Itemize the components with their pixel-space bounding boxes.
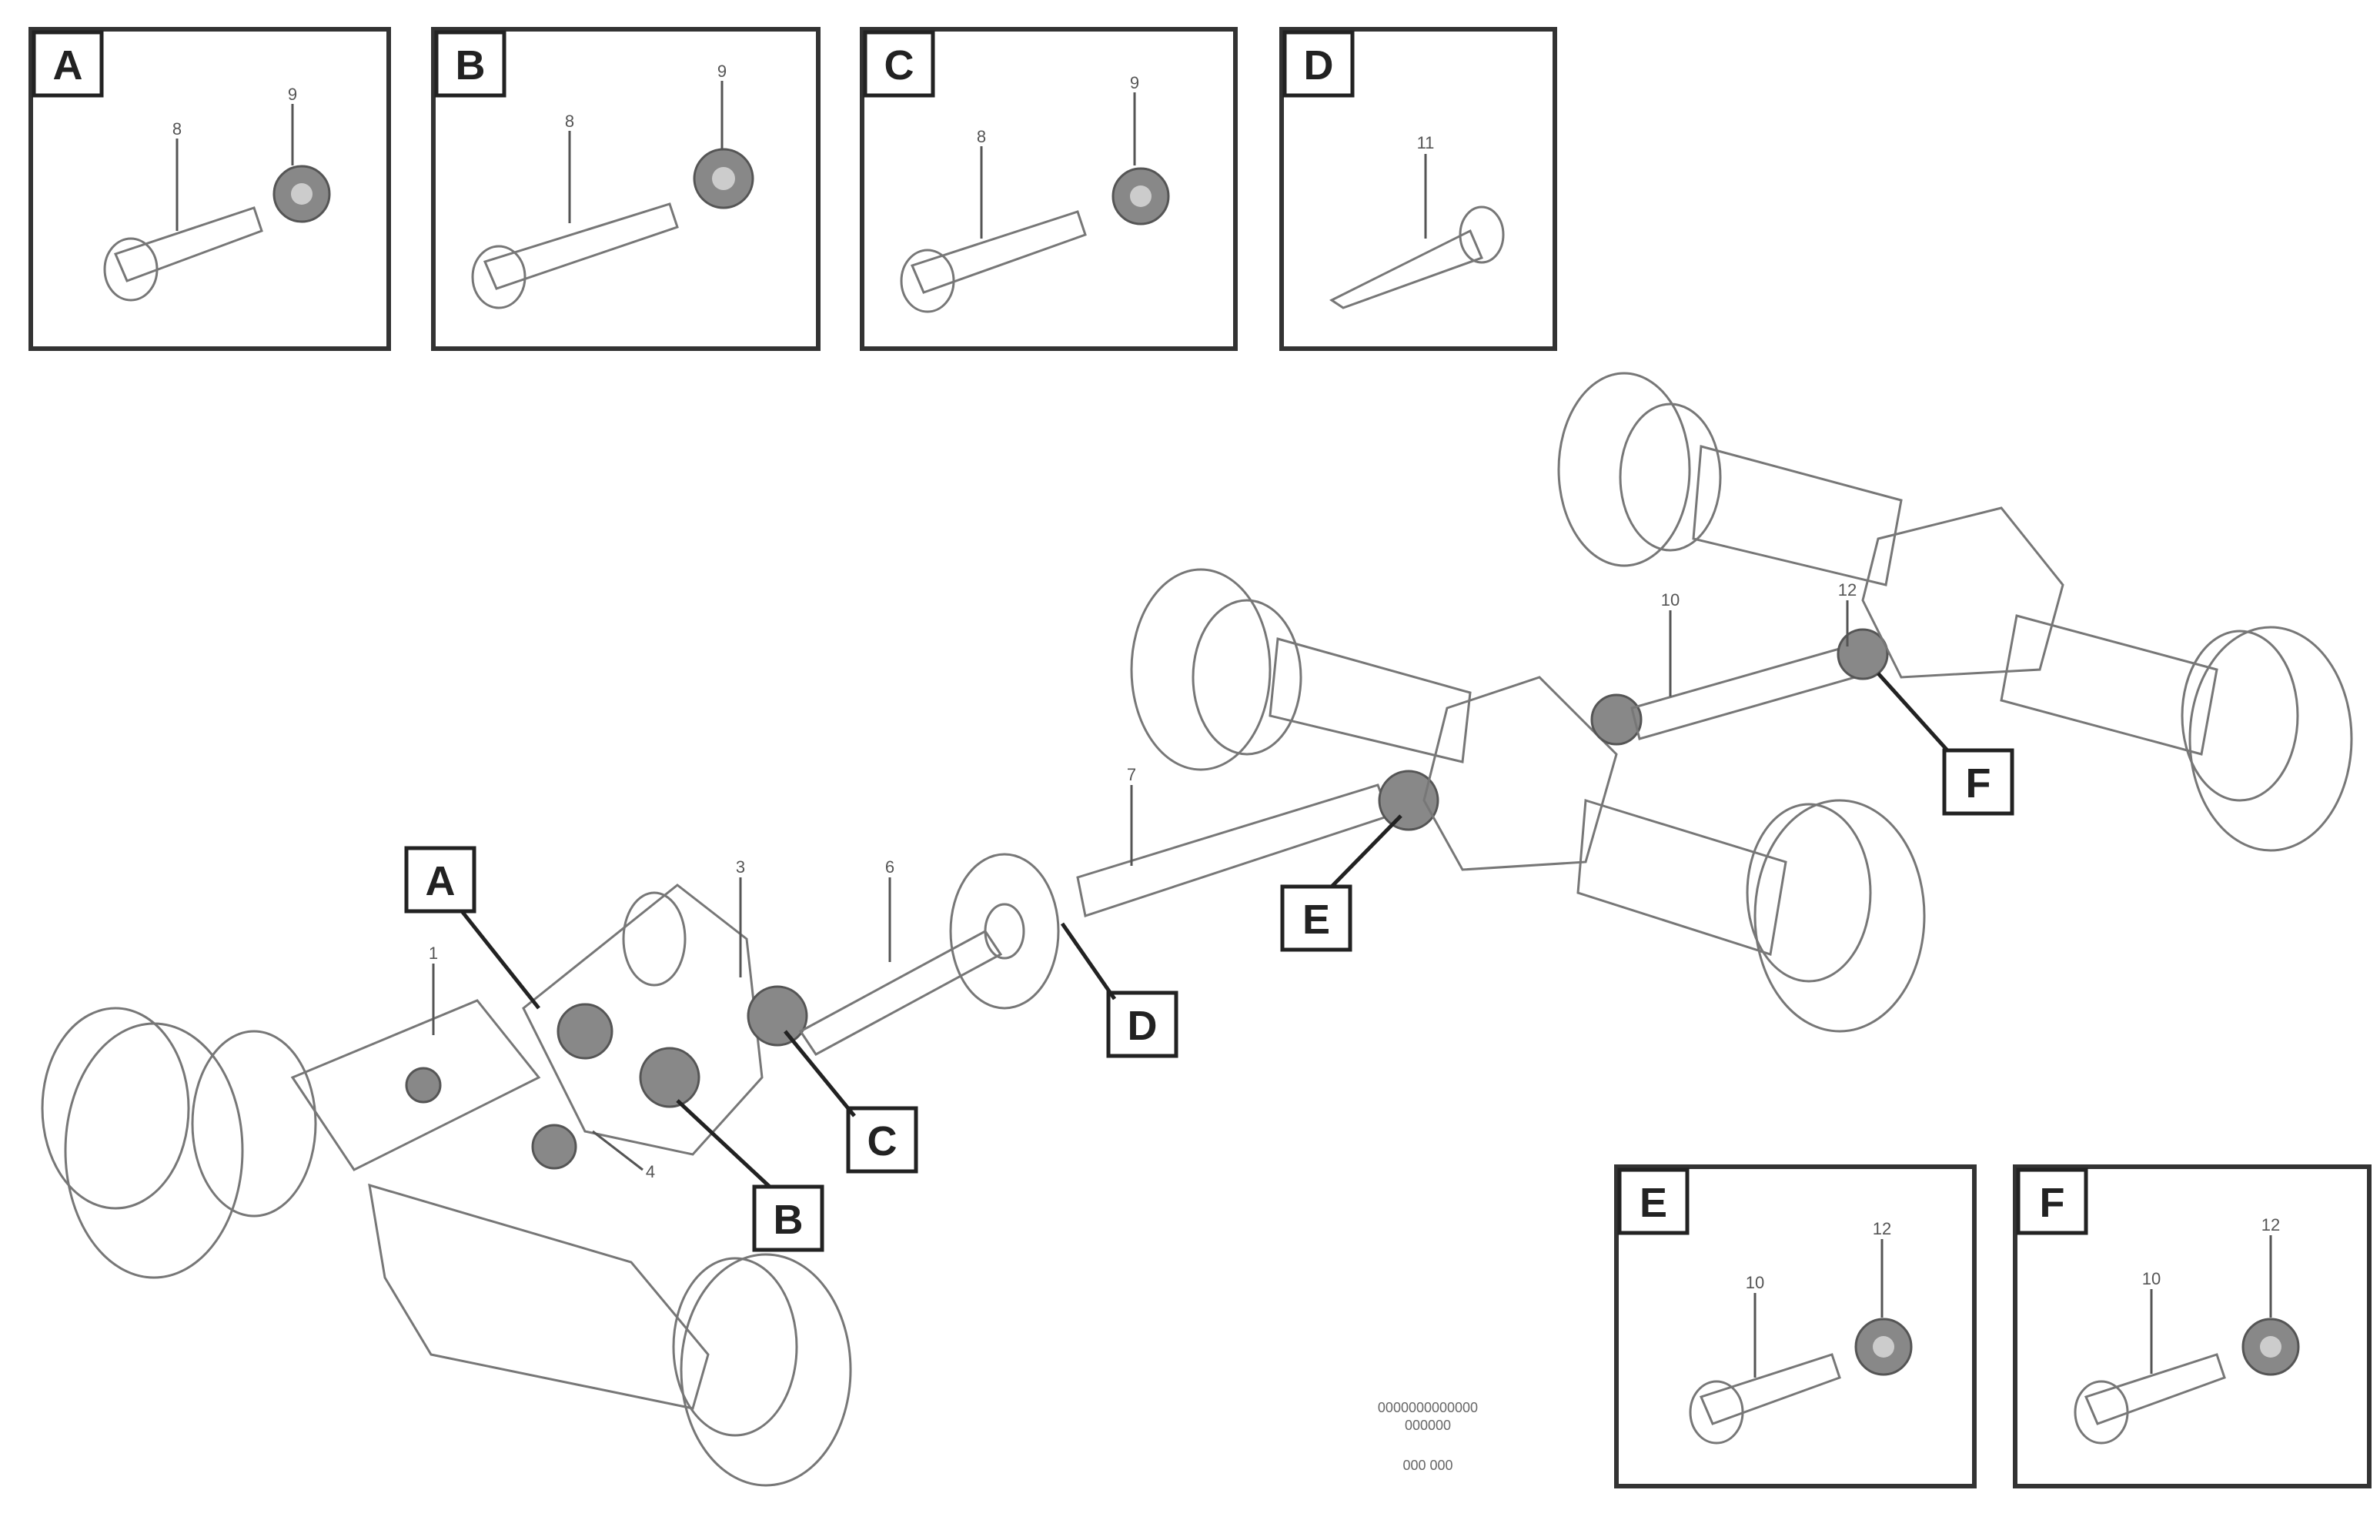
drawing-ref-line3: 000 000 bbox=[1402, 1458, 1452, 1473]
callout-9-c: 9 bbox=[1130, 73, 1139, 92]
propeller-shaft-front bbox=[798, 853, 1060, 1056]
callout-10-f: 10 bbox=[2142, 1269, 2161, 1288]
detail-view-c: C 8 9 bbox=[860, 27, 1238, 351]
detail-label-c: C bbox=[884, 42, 914, 89]
detail-view-d: D 11 bbox=[1279, 27, 1557, 351]
nut-drawing bbox=[2241, 1318, 2300, 1376]
callout-11-d: 11 bbox=[1417, 133, 1435, 152]
main-label-e-group: E bbox=[1280, 814, 1402, 952]
main-callouts: 1 3 4 6 7 10 12 bbox=[429, 580, 1857, 1181]
main-label-box-b bbox=[752, 1184, 824, 1252]
washer-drawing bbox=[693, 148, 754, 209]
bolt-drawing bbox=[1689, 1353, 1841, 1445]
main-label-b-group: B bbox=[676, 1099, 824, 1252]
callout-8-a: 8 bbox=[172, 119, 182, 139]
detail-label-box-e bbox=[1617, 1168, 1690, 1235]
leader-line bbox=[1877, 672, 1949, 752]
nut-drawing bbox=[272, 165, 331, 223]
main-label-a: A bbox=[426, 858, 456, 904]
detail-frame-a bbox=[28, 27, 391, 351]
detail-label-b: B bbox=[456, 42, 486, 89]
detail-frame-e bbox=[1614, 1164, 1977, 1488]
callout-12-e: 12 bbox=[1873, 1219, 1891, 1238]
bolt-drawing bbox=[103, 206, 263, 302]
bolt-drawing bbox=[2074, 1353, 2226, 1445]
main-label-box-e bbox=[1280, 884, 1352, 952]
main-label-box-f bbox=[1942, 748, 2014, 816]
callout-10-e: 10 bbox=[1746, 1273, 1764, 1292]
detail-view-f: F 10 12 bbox=[2013, 1164, 2372, 1488]
detail-frame-b bbox=[431, 27, 821, 351]
detail-view-a: A 8 9 bbox=[28, 27, 391, 351]
detail-label-box-c bbox=[863, 30, 935, 98]
detail-frame-d bbox=[1279, 27, 1557, 351]
front-axle-assembly bbox=[41, 884, 852, 1487]
leader-line bbox=[592, 1130, 643, 1171]
nut-drawing bbox=[1854, 1318, 1913, 1376]
detail-frame-c bbox=[860, 27, 1238, 351]
detail-view-b: B 8 9 bbox=[431, 27, 821, 351]
main-label-d-group: D bbox=[1060, 922, 1178, 1058]
leader-line bbox=[676, 1099, 771, 1188]
detail-label-box-f bbox=[2016, 1168, 2088, 1235]
drawing-reference: 0000000000000 000000 000 000 bbox=[1378, 1400, 1478, 1473]
callout-1: 1 bbox=[429, 944, 438, 963]
callout-8-b: 8 bbox=[565, 112, 574, 131]
main-label-c-group: C bbox=[784, 1030, 918, 1174]
main-label-f: F bbox=[1966, 760, 1991, 807]
leader-line bbox=[1060, 922, 1117, 1000]
callout-7: 7 bbox=[1127, 765, 1136, 784]
main-label-b: B bbox=[774, 1197, 804, 1243]
callout-6: 6 bbox=[885, 857, 894, 877]
callout-10: 10 bbox=[1661, 590, 1680, 610]
detail-label-f: F bbox=[2040, 1180, 2065, 1226]
main-label-c: C bbox=[867, 1118, 898, 1164]
detail-label-d: D bbox=[1304, 42, 1334, 89]
detail-label-box-d bbox=[1282, 30, 1355, 98]
bolt-drawing bbox=[900, 210, 1087, 313]
leader-line bbox=[460, 910, 540, 1010]
middle-axle-assembly bbox=[1130, 568, 1926, 1033]
detail-label-a: A bbox=[53, 42, 83, 89]
main-label-d: D bbox=[1128, 1003, 1158, 1049]
propeller-shaft-middle bbox=[1076, 770, 1439, 917]
bolt-drawing bbox=[1329, 205, 1505, 309]
callout-9-b: 9 bbox=[717, 62, 727, 81]
callout-12: 12 bbox=[1838, 580, 1857, 600]
detail-label-box-a bbox=[32, 30, 104, 98]
detail-label-box-b bbox=[434, 30, 506, 98]
callout-4: 4 bbox=[646, 1162, 655, 1181]
callout-8-c: 8 bbox=[977, 127, 986, 146]
detail-label-e: E bbox=[1640, 1180, 1667, 1226]
main-label-a-group: A bbox=[404, 846, 540, 1010]
main-label-f-group: F bbox=[1877, 672, 2014, 816]
callout-9-a: 9 bbox=[288, 85, 297, 104]
washer-drawing bbox=[1111, 167, 1170, 225]
main-label-box-a bbox=[404, 846, 476, 914]
leader-line bbox=[784, 1030, 856, 1117]
propeller-shaft-rear bbox=[1630, 628, 1889, 740]
drawing-ref-line1: 0000000000000 bbox=[1378, 1400, 1478, 1415]
drawing-ref-line2: 000000 bbox=[1405, 1418, 1451, 1433]
detail-view-e: E 10 12 bbox=[1614, 1164, 1977, 1488]
bolt-drawing bbox=[471, 202, 679, 309]
callout-12-f: 12 bbox=[2261, 1215, 2280, 1234]
main-label-box-d bbox=[1106, 990, 1178, 1058]
main-label-e: E bbox=[1302, 897, 1330, 943]
callout-3: 3 bbox=[736, 857, 745, 877]
rear-axle-assembly bbox=[1557, 372, 2353, 852]
main-label-box-c bbox=[846, 1106, 918, 1174]
detail-frame-f bbox=[2013, 1164, 2372, 1488]
leader-line bbox=[1330, 814, 1402, 888]
